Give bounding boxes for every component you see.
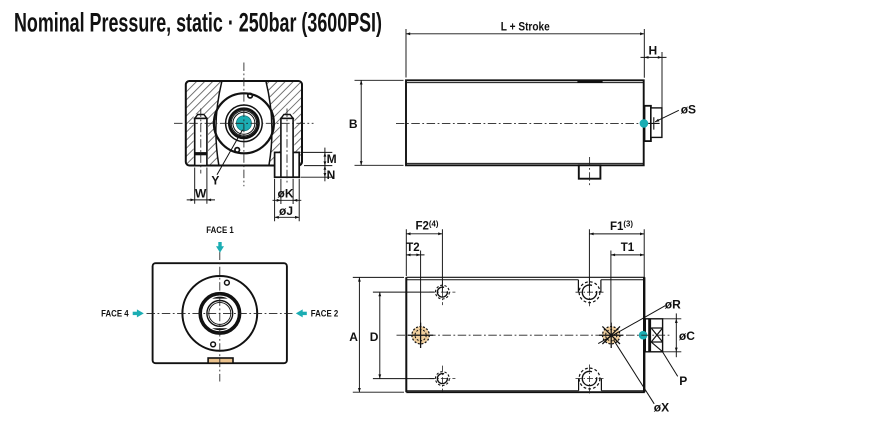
svg-text:N: N [327, 168, 336, 182]
svg-text:F2(4): F2(4) [416, 220, 439, 233]
svg-text:Nominal Pressure, static · 250: Nominal Pressure, static · 250bar (3600P… [14, 8, 382, 38]
svg-text:Y: Y [211, 173, 219, 187]
svg-text:P: P [679, 374, 687, 388]
svg-text:øR: øR [665, 298, 681, 312]
svg-text:øK: øK [278, 186, 294, 200]
svg-text:W: W [195, 187, 207, 201]
svg-text:FACE 1: FACE 1 [206, 225, 234, 236]
svg-text:B: B [349, 117, 358, 131]
svg-text:FACE 2: FACE 2 [311, 309, 339, 320]
svg-text:M: M [327, 152, 337, 166]
svg-text:T2: T2 [406, 242, 419, 254]
svg-text:F1(3): F1(3) [610, 220, 633, 233]
svg-text:H: H [648, 44, 657, 58]
svg-text:FACE 4: FACE 4 [101, 309, 129, 320]
svg-text:A: A [349, 330, 358, 344]
svg-text:D: D [370, 330, 379, 344]
svg-text:T1: T1 [621, 242, 635, 254]
svg-text:øC: øC [679, 329, 695, 343]
svg-text:øX: øX [654, 401, 669, 415]
svg-text:øJ: øJ [279, 204, 293, 218]
svg-text:L + Stroke: L + Stroke [501, 21, 550, 33]
svg-text:øS: øS [681, 103, 696, 117]
